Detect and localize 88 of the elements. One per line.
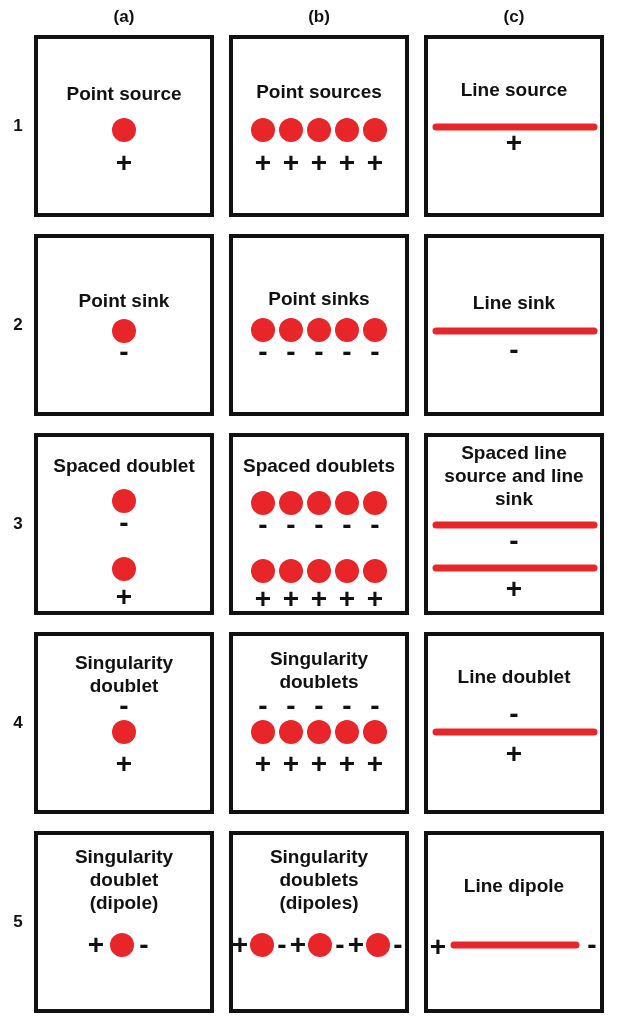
panel-heading: Singularity doublets (dipoles): [268, 844, 370, 914]
polarity-sign: +: [310, 750, 328, 778]
row-number: 2: [13, 315, 23, 335]
polarity-sign: -: [509, 336, 519, 364]
panel-heading: Spaced doublets: [242, 453, 396, 477]
polarity-sign: -: [119, 509, 129, 537]
panel-heading: Line sink: [471, 290, 557, 314]
row-number: 3: [13, 514, 23, 534]
polarity-sign: +: [87, 931, 105, 959]
diagram-panel: [229, 632, 409, 814]
polarity-sign: -: [258, 511, 268, 539]
column-label: (c): [503, 7, 525, 27]
panel-heading: Singularity doublet (dipole): [73, 844, 175, 914]
diagram-panel: [34, 831, 214, 1013]
polarity-sign: -: [258, 338, 268, 366]
polarity-sign: -: [370, 511, 380, 539]
polarity-sign: -: [258, 692, 268, 720]
diagram-panel: [424, 632, 604, 814]
polarity-sign: +: [505, 740, 523, 768]
polarity-sign: -: [393, 931, 403, 959]
diagram-panel: [34, 234, 214, 416]
polarity-sign: +: [282, 750, 300, 778]
polarity-sign: -: [314, 692, 324, 720]
polarity-sign: -: [286, 511, 296, 539]
panel-heading: Line dipole: [462, 873, 566, 897]
polarity-sign: +: [347, 931, 365, 959]
polarity-sign: +: [254, 585, 272, 613]
polarity-sign: +: [505, 129, 523, 157]
polarity-sign: -: [509, 700, 519, 728]
row-number: 4: [13, 713, 23, 733]
polarity-sign: +: [231, 931, 249, 959]
polarity-sign: +: [254, 750, 272, 778]
diagram-panel: [424, 433, 604, 615]
polarity-sign: +: [310, 585, 328, 613]
polarity-sign: -: [342, 511, 352, 539]
polarity-sign: -: [119, 338, 129, 366]
polarity-sign: +: [505, 575, 523, 603]
diagram-panel: [34, 632, 214, 814]
polarity-sign: -: [587, 931, 597, 959]
diagram-panel: [229, 831, 409, 1013]
diagram-panel: [424, 831, 604, 1013]
column-label: (b): [308, 7, 330, 27]
polarity-sign: -: [335, 931, 345, 959]
polarity-sign: +: [282, 585, 300, 613]
polarity-sign: +: [115, 149, 133, 177]
panel-heading: Point sources: [255, 79, 383, 103]
polarity-sign: -: [509, 527, 519, 555]
polarity-sign: -: [342, 338, 352, 366]
panel-heading: Line source: [459, 77, 569, 101]
polarity-sign: +: [429, 933, 447, 961]
diagram-panel: [424, 234, 604, 416]
polarity-sign: +: [115, 583, 133, 611]
row-number: 5: [13, 912, 23, 932]
polarity-sign: +: [282, 149, 300, 177]
panel-heading: Point source: [65, 81, 183, 105]
polarity-sign: -: [370, 692, 380, 720]
polarity-sign: -: [286, 338, 296, 366]
polarity-sign: +: [310, 149, 328, 177]
polarity-sign: +: [254, 149, 272, 177]
polarity-sign: -: [286, 692, 296, 720]
polarity-sign: +: [338, 750, 356, 778]
polarity-sign: -: [370, 338, 380, 366]
diagram-panel: [34, 433, 214, 615]
polarity-sign: -: [342, 692, 352, 720]
polarity-sign: -: [277, 931, 287, 959]
panel-heading: Singularity doublets: [268, 647, 370, 693]
diagram-panel: [229, 35, 409, 217]
polarity-sign: +: [338, 149, 356, 177]
panel-heading: Spaced line source and line sink: [443, 440, 585, 510]
panel-heading: Point sinks: [267, 286, 371, 310]
diagram-panel: [229, 433, 409, 615]
polarity-sign: +: [338, 585, 356, 613]
panel-heading: Spaced doublet: [52, 453, 196, 477]
panel-heading: Line doublet: [456, 664, 572, 688]
polarity-sign: +: [115, 750, 133, 778]
polarity-sign: +: [366, 750, 384, 778]
row-number: 1: [13, 116, 23, 136]
polarity-sign: -: [139, 931, 149, 959]
column-label: (a): [113, 7, 135, 27]
panel-heading: Point sink: [77, 288, 171, 312]
polarity-sign: -: [314, 511, 324, 539]
polarity-sign: +: [366, 585, 384, 613]
polarity-sign: +: [366, 149, 384, 177]
diagram-panel: [424, 35, 604, 217]
diagram-panel: [229, 234, 409, 416]
diagram-panel: [34, 35, 214, 217]
polarity-sign: +: [289, 931, 307, 959]
polarity-sign: -: [314, 338, 324, 366]
